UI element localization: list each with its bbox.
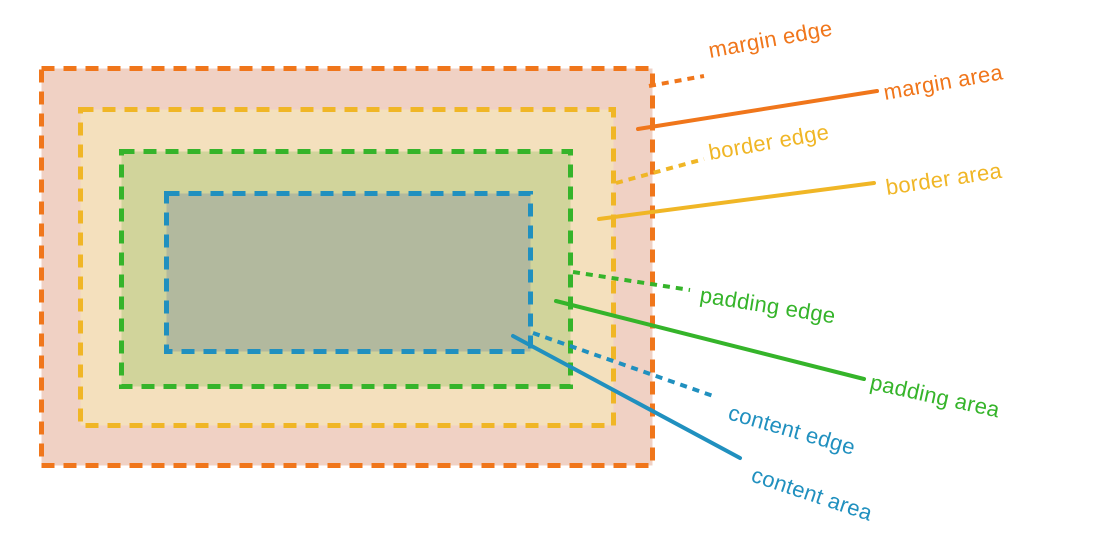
padding-edge-leader-line: [572, 270, 691, 292]
border-area-label: border area: [884, 158, 1004, 200]
border-edge-leader-line: [615, 157, 705, 185]
margin-area-leader-line: [636, 89, 879, 131]
padding-area-label: padding area: [868, 369, 1003, 422]
content-area-rect: [164, 191, 533, 354]
content-edge-label: content edge: [726, 400, 859, 460]
padding-edge-label: padding edge: [698, 282, 837, 328]
margin-edge-label: margin edge: [706, 15, 834, 62]
margin-area-label: margin area: [882, 59, 1006, 105]
border-area-leader-line: [597, 181, 876, 221]
content-area-leader-line: [511, 334, 742, 460]
content-area-label: content area: [748, 462, 876, 526]
content-edge-leader-line: [532, 331, 717, 399]
padding-area-leader-line: [554, 299, 866, 381]
border-edge-label: border edge: [707, 119, 831, 165]
margin-edge-leader-line: [648, 74, 705, 88]
